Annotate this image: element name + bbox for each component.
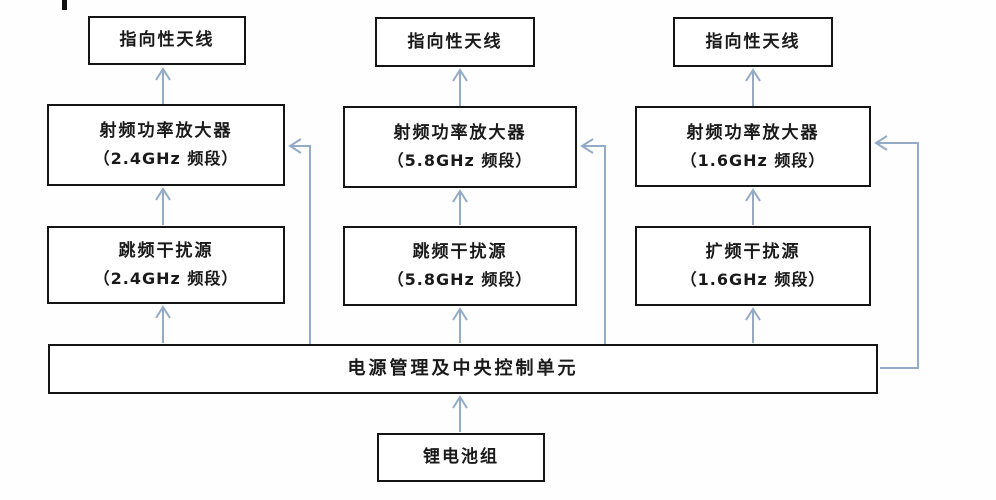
amplifier-title-3: 射频功率放大器 (686, 122, 820, 143)
battery-label: 锂电池组 (423, 447, 499, 468)
control-unit-box: 电源管理及中央控制单元 (48, 344, 878, 394)
arrow-control-to-amp1 (288, 138, 311, 344)
cropped-text-artifact (62, 0, 67, 10)
jammer-box-3: 扩频干扰源 （1.6GHz 频段） (635, 226, 871, 306)
amplifier-title-1: 射频功率放大器 (99, 121, 233, 142)
amplifier-title-2: 射频功率放大器 (393, 123, 527, 144)
arrow-control-to-amp3 (874, 135, 919, 369)
arrow-control-to-amp2 (580, 138, 606, 344)
jammer-title-1: 跳频干扰源 (118, 241, 214, 262)
antenna-label-3: 指向性天线 (705, 31, 801, 52)
amplifier-band-1: （2.4GHz 频段） (93, 149, 239, 169)
rf-amplifier-box-2: 射频功率放大器 （5.8GHz 频段） (343, 106, 577, 188)
control-unit-label: 电源管理及中央控制单元 (347, 358, 579, 380)
jammer-box-1: 跳频干扰源 （2.4GHz 频段） (47, 226, 285, 304)
amplifier-band-3: （1.6GHz 频段） (680, 150, 826, 170)
jammer-band-1: （2.4GHz 频段） (93, 269, 239, 289)
rf-amplifier-box-3: 射频功率放大器 （1.6GHz 频段） (635, 106, 871, 187)
jammer-box-2: 跳频干扰源 （5.8GHz 频段） (343, 226, 577, 306)
jammer-title-3: 扩频干扰源 (705, 242, 801, 263)
jammer-band-2: （5.8GHz 频段） (387, 270, 533, 290)
jammer-band-3: （1.6GHz 频段） (680, 270, 826, 290)
antenna-box-2: 指向性天线 (375, 17, 535, 67)
antenna-box-3: 指向性天线 (673, 17, 833, 67)
antenna-label-1: 指向性天线 (119, 30, 215, 51)
rf-amplifier-box-1: 射频功率放大器 （2.4GHz 频段） (47, 104, 285, 186)
antenna-label-2: 指向性天线 (407, 31, 503, 52)
battery-box: 锂电池组 (377, 433, 545, 482)
antenna-box-1: 指向性天线 (88, 16, 246, 65)
jammer-title-2: 跳频干扰源 (412, 242, 508, 263)
amplifier-band-2: （5.8GHz 频段） (387, 151, 533, 171)
